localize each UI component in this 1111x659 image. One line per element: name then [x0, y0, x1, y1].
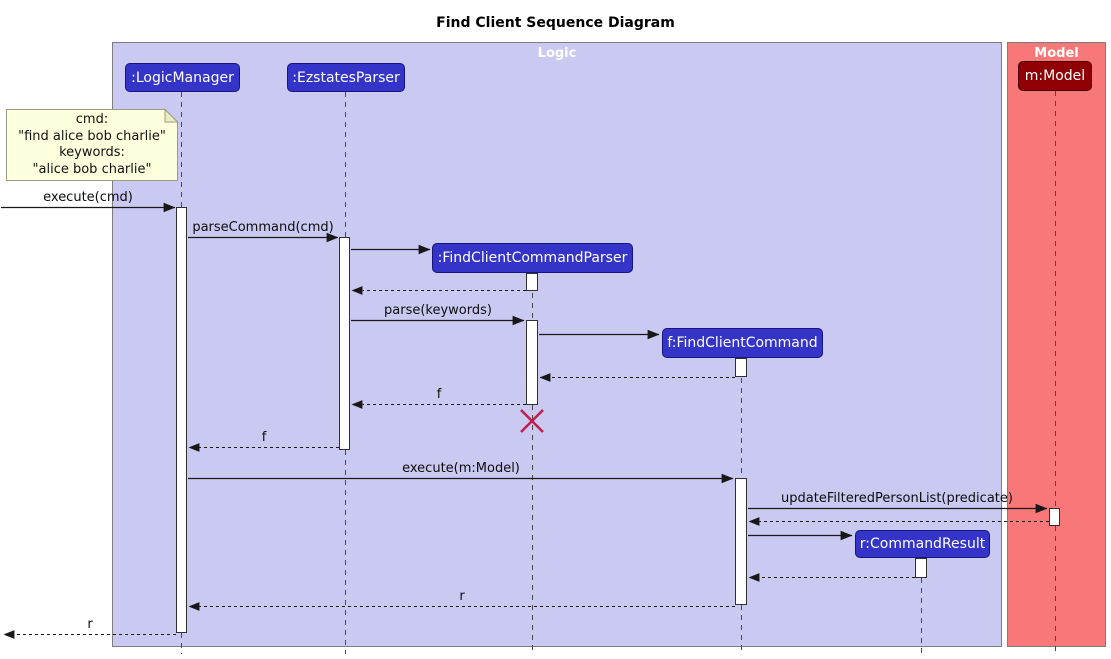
activation-bar-ezstates-parser: [339, 237, 350, 450]
note-line-3: keywords:: [59, 145, 125, 160]
message-label-return-f-to-parser: f: [436, 387, 442, 402]
activation-bar-command-create: [735, 358, 747, 377]
activation-bar-command-execute: [735, 478, 747, 605]
note-line-1: cmd:: [75, 112, 109, 127]
message-label-parse-keywords: parse(keywords): [384, 303, 492, 318]
note: cmd: "find alice bob charlie" keywords: …: [6, 112, 178, 178]
activation-bar-command-result: [915, 558, 927, 578]
activation-bar-parser-create: [526, 273, 538, 291]
activation-bar-parser-parse: [526, 320, 538, 405]
message-label-execute-cmd: execute(cmd): [43, 190, 133, 205]
participant-find-client-command: f:FindClientCommand: [662, 328, 823, 358]
message-label-execute-model: execute(m:Model): [402, 461, 520, 476]
diagram-title: Find Client Sequence Diagram: [436, 15, 675, 31]
participant-ezstates-parser-label: :EzstatesParser: [292, 69, 400, 86]
participant-command-result-label: r:CommandResult: [859, 536, 986, 552]
participant-model: m:Model: [1018, 61, 1092, 91]
frame-logic: Logic: [112, 42, 1002, 647]
activation-bar-model: [1049, 508, 1060, 526]
participant-find-client-command-parser: :FindClientCommandParser: [432, 243, 633, 273]
participant-model-label: m:Model: [1024, 68, 1086, 84]
participant-find-client-command-label: f:FindClientCommand: [667, 335, 818, 351]
note-line-2: "find alice bob charlie": [18, 128, 166, 144]
participant-logic-manager-label: :LogicManager: [131, 69, 234, 86]
note-line-4: "alice bob charlie": [32, 161, 152, 177]
message-label-return-f-to-logic-manager: f: [261, 430, 267, 445]
message-label-parse-command: parseCommand(cmd): [192, 220, 334, 235]
message-label-update-filtered-person-list: updateFilteredPersonList(predicate): [781, 491, 1013, 506]
frame-model-label: Model: [1034, 46, 1079, 61]
participant-command-result: r:CommandResult: [855, 530, 990, 558]
message-label-return-r-out: r: [87, 617, 93, 632]
participant-find-client-command-parser-label: :FindClientCommandParser: [437, 250, 628, 266]
frame-model: Model: [1007, 42, 1106, 647]
participant-ezstates-parser: :EzstatesParser: [287, 63, 405, 92]
participant-logic-manager: :LogicManager: [125, 63, 240, 92]
frame-logic-label: Logic: [537, 46, 577, 61]
message-label-return-r-to-logic-manager: r: [459, 589, 465, 604]
activation-bar-logic-manager: [176, 207, 187, 633]
